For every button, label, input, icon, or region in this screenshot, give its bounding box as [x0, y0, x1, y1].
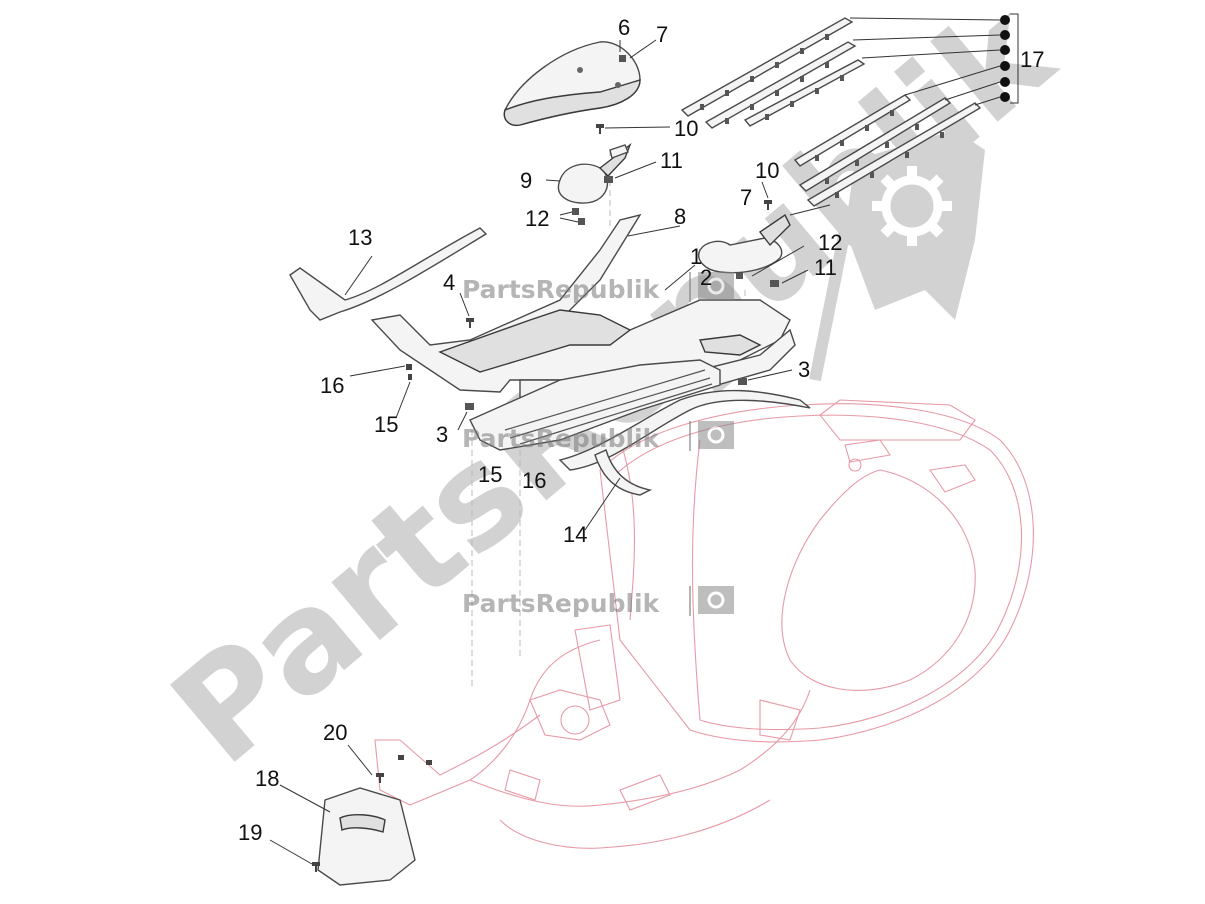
- part-screw-20c: [426, 760, 432, 765]
- part-bracket-9b: [609, 144, 629, 159]
- part-insert-2[interactable]: [469, 359, 721, 451]
- watermark-small-text: PartsRepublik: [462, 275, 661, 304]
- part-pin-16a[interactable]: [406, 364, 412, 370]
- callout-18: 18: [255, 766, 279, 791]
- callout-8: 7: [740, 185, 752, 210]
- watermark-small-text: PartsRepublik: [462, 424, 661, 453]
- part-pin-15a[interactable]: [408, 374, 412, 380]
- part-grip-9[interactable]: [557, 163, 609, 204]
- callout-3b: 3: [798, 357, 810, 382]
- watermark-small-gear-icon: [707, 426, 725, 444]
- watermark-small-3: PartsRepublik: [462, 586, 734, 618]
- callout-16a: 16: [320, 373, 344, 398]
- callout-16b: 16: [522, 468, 546, 493]
- callout-19: 19: [238, 820, 262, 845]
- callout-10a: 10: [674, 116, 698, 141]
- part-screw-4[interactable]: [466, 318, 474, 328]
- part-cover-5-hole: [615, 82, 621, 88]
- watermark-flag-icon: [809, 130, 985, 382]
- callout-6: 7: [656, 22, 668, 47]
- part-bracket-3a[interactable]: [465, 403, 474, 410]
- part-clip-12a[interactable]: [572, 208, 579, 215]
- callout-17: 17: [1020, 47, 1044, 72]
- part-clip-11a[interactable]: [604, 176, 613, 183]
- part-clip-12c[interactable]: [736, 272, 743, 279]
- callout-labels: 6 7 10 9 11 12 8 1 2 10 7 12 11 13 4 16 …: [238, 15, 1044, 845]
- part-bracket-3b[interactable]: [738, 378, 747, 385]
- watermark-small-2: PartsRepublik: [462, 421, 734, 453]
- part-panel-18-slot: [339, 813, 386, 833]
- part-17-bullets: [1000, 15, 1010, 102]
- part-clip-12b[interactable]: [578, 218, 585, 225]
- part-nut-6[interactable]: [619, 55, 626, 62]
- callout-1: 1: [690, 244, 702, 269]
- callout-11a: 11: [660, 148, 683, 173]
- part-trim-14[interactable]: [558, 389, 811, 471]
- watermark-gear-icon: [872, 166, 952, 246]
- callout-3a: 3: [436, 422, 448, 447]
- part-cover-5-hole: [577, 67, 583, 73]
- watermark-small-flag-icon: [698, 272, 734, 300]
- watermark-small-gear-icon: [707, 277, 725, 295]
- part-panel-18[interactable]: [317, 787, 416, 886]
- callout-10b: 10: [755, 158, 779, 183]
- part-screw-10b[interactable]: [764, 200, 772, 210]
- part-bracket-8: [758, 213, 791, 247]
- bracket-17: [1010, 13, 1019, 104]
- part-trim-14-curve: [594, 449, 653, 496]
- callout-4: 4: [443, 270, 455, 295]
- part-screw-10a[interactable]: [596, 124, 604, 134]
- callout-2: 2: [700, 265, 712, 290]
- callout-15a: 15: [374, 412, 398, 437]
- callout-11b: 11: [814, 255, 837, 280]
- watermark-small-text: PartsRepublik: [462, 589, 661, 618]
- callout-13: 13: [348, 225, 372, 250]
- part-screw-20[interactable]: [376, 773, 384, 783]
- callout-12b: 12: [818, 230, 842, 255]
- watermark-small-flag-icon: [698, 421, 734, 449]
- part-cover-5-edge: [503, 79, 641, 127]
- leader-lines: [269, 17, 1001, 865]
- part-screw-19[interactable]: [312, 862, 320, 872]
- part-screw-20b: [398, 755, 404, 760]
- callout-14: 14: [563, 522, 587, 547]
- callout-20: 20: [323, 720, 347, 745]
- callout-9: 9: [520, 168, 532, 193]
- callout-15b: 15: [478, 462, 502, 487]
- callout-12a: 12: [525, 206, 549, 231]
- part-strips-17[interactable]: [680, 17, 982, 207]
- callout-5: 6: [618, 15, 630, 40]
- part-clip-11b[interactable]: [770, 280, 779, 287]
- watermark-small-1: PartsRepublik: [462, 272, 734, 304]
- part-trim-13[interactable]: [289, 227, 488, 321]
- callout-7: 8: [674, 204, 686, 229]
- watermark-small-gear-icon: [707, 591, 725, 609]
- watermark-small-flag-icon: [698, 586, 734, 614]
- scooter-body-outline: [374, 399, 1034, 849]
